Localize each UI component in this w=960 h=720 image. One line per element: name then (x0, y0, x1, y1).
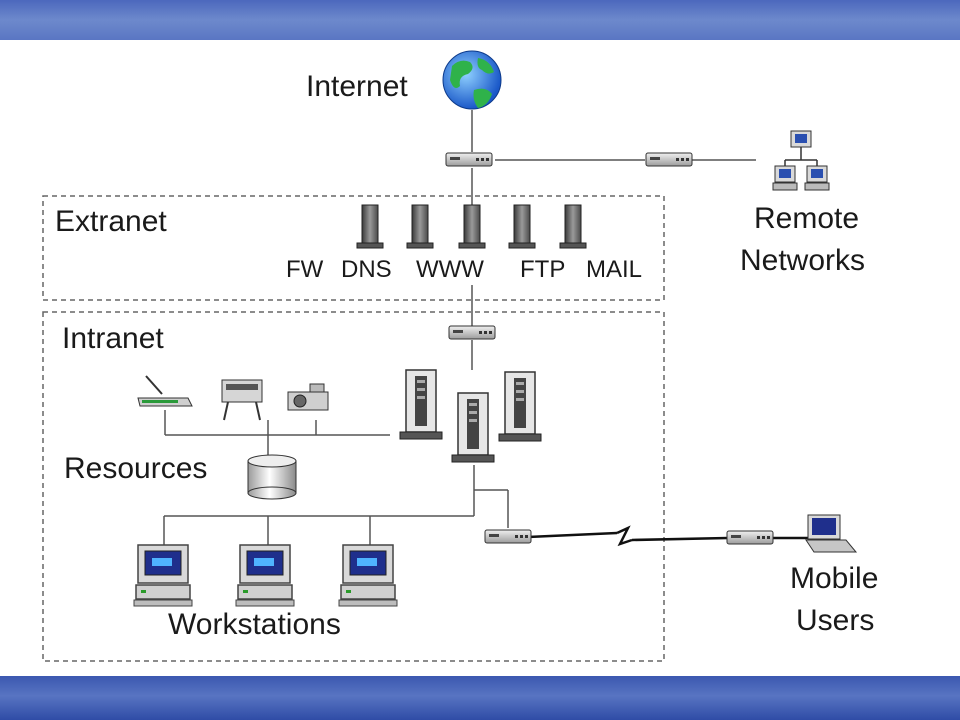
laptop-icon (805, 514, 858, 553)
mail-label: MAIL (586, 256, 642, 283)
workstation-icon (133, 544, 193, 607)
internet-router-icon (445, 152, 493, 167)
mail-server-icon (559, 204, 587, 249)
mobile-label-line1: Mobile (790, 562, 878, 595)
dns-label: DNS (341, 256, 392, 283)
remote-label-line2: Networks (740, 244, 865, 277)
plotter-icon (221, 379, 263, 421)
modem-icon (484, 529, 532, 544)
extranet-zone (42, 195, 665, 301)
intranet-firewall-icon (448, 325, 496, 340)
resources-label: Resources (64, 452, 207, 485)
connection-lines (163, 110, 756, 545)
workstation-icon (338, 544, 398, 607)
fw-label: FW (286, 256, 324, 283)
ftp-label: FTP (520, 256, 565, 283)
intranet-label: Intranet (62, 322, 164, 355)
mobile-link (527, 525, 808, 547)
scanner-icon (137, 375, 193, 407)
extranet-label: Extranet (55, 205, 167, 238)
bottom-background-band (0, 676, 960, 720)
dns-server-icon (406, 204, 434, 249)
workstation-icon (235, 544, 295, 607)
www-label: WWW (416, 256, 484, 283)
workstations-label: Workstations (168, 608, 341, 641)
storage-cylinder-icon (247, 454, 297, 500)
remote-networks-icon (772, 130, 830, 191)
remote-label-line1: Remote (754, 202, 859, 235)
intranet-zone (42, 311, 665, 662)
intranet-server-icon (399, 369, 443, 440)
remote-router-icon (645, 152, 693, 167)
mobile-modem-icon (726, 530, 774, 545)
intranet-server-icon (498, 371, 542, 442)
ftp-server-icon (508, 204, 536, 249)
top-background-band (0, 0, 960, 40)
globe-icon (442, 50, 502, 110)
fw-server-icon (356, 204, 384, 249)
intranet-server-icon (451, 392, 495, 463)
internet-label: Internet (306, 70, 408, 103)
www-server-icon (458, 204, 486, 249)
camera-icon (287, 383, 329, 411)
mobile-label-line2: Users (796, 604, 874, 637)
